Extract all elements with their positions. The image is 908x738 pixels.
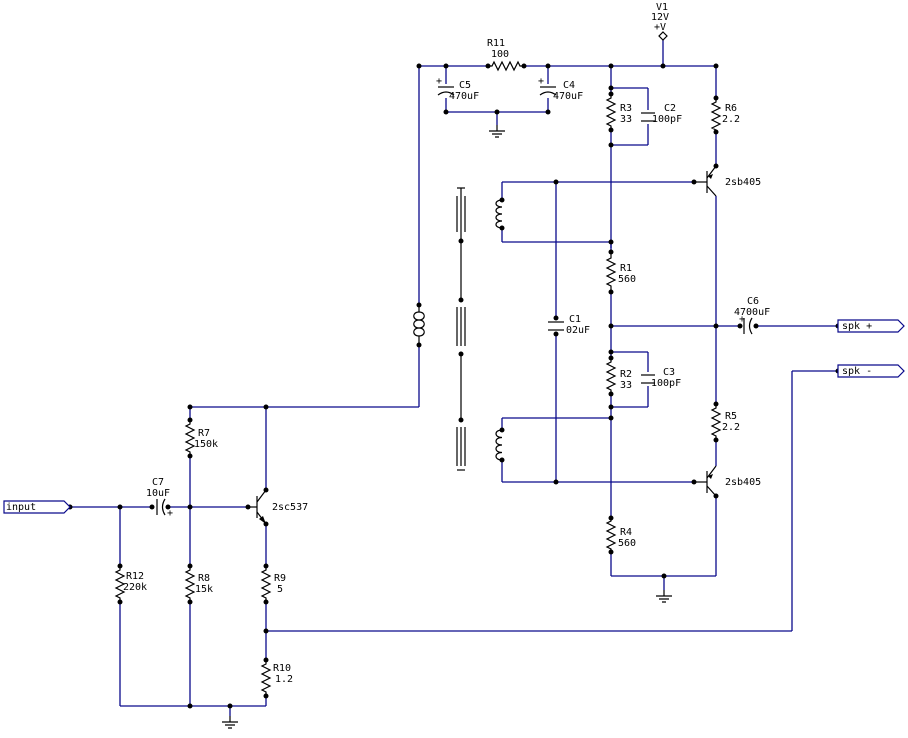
resistor-r9: R9 5	[261, 565, 286, 603]
resistor-r5: R5 2.2	[711, 403, 740, 441]
svg-text:R6: R6	[725, 103, 737, 114]
transistor-top: 2sb405	[694, 165, 761, 197]
ground-symbols	[221, 124, 673, 729]
svg-text:470uF: 470uF	[449, 91, 479, 102]
transformer-winding-bottom	[495, 429, 503, 461]
svg-text:560: 560	[618, 538, 636, 549]
svg-text:C7: C7	[152, 477, 164, 488]
svg-text:R10: R10	[273, 663, 291, 674]
svg-text:2.2: 2.2	[722, 422, 740, 433]
capacitor-c3: C3 100pF	[641, 367, 681, 389]
svg-text:2sb405: 2sb405	[725, 177, 761, 188]
svg-text:R9: R9	[274, 573, 286, 584]
svg-text:2sb405: 2sb405	[725, 477, 761, 488]
svg-text:100pF: 100pF	[651, 378, 681, 389]
svg-text:+: +	[436, 76, 442, 87]
svg-text:100: 100	[491, 49, 509, 60]
svg-text:spk +: spk +	[842, 321, 872, 332]
svg-text:C6: C6	[747, 296, 759, 307]
svg-text:4700uF: 4700uF	[734, 307, 770, 318]
svg-text:R4: R4	[620, 527, 632, 538]
svg-text:10uF: 10uF	[146, 488, 170, 499]
svg-text:+: +	[739, 314, 745, 325]
svg-text:C3: C3	[663, 367, 675, 378]
svg-text:R2: R2	[620, 369, 632, 380]
svg-text:150k: 150k	[194, 439, 218, 450]
svg-text:15k: 15k	[195, 584, 213, 595]
ground-icon	[488, 124, 506, 138]
transistor-driver: 2sc537	[248, 489, 308, 525]
supply-value: 12V	[651, 12, 669, 23]
resistor-r10: R10 1.2	[261, 659, 293, 697]
svg-text:R12: R12	[126, 571, 144, 582]
svg-text:spk -: spk -	[842, 366, 872, 377]
resistor-r1: R1 560	[606, 253, 636, 291]
spk-plus-port: spk +	[837, 319, 905, 333]
wires	[70, 38, 838, 716]
svg-text:R5: R5	[725, 411, 737, 422]
svg-text:33: 33	[620, 380, 632, 391]
svg-text:+: +	[167, 508, 173, 519]
svg-text:R8: R8	[198, 573, 210, 584]
resistor-r2: R2 33	[606, 357, 632, 395]
svg-text:33: 33	[620, 114, 632, 125]
svg-text:5: 5	[277, 584, 283, 595]
svg-text:R3: R3	[620, 103, 632, 114]
input-port: input	[3, 500, 71, 514]
svg-text:1.2: 1.2	[275, 674, 293, 685]
svg-text:02uF: 02uF	[566, 325, 590, 336]
svg-text:C1: C1	[569, 314, 581, 325]
ground-icon	[655, 589, 673, 603]
supply-pin: +V	[654, 22, 666, 33]
junction-dots	[67, 63, 841, 709]
svg-text:+: +	[538, 76, 544, 87]
supply-v1: V1 12V +V	[651, 2, 669, 41]
svg-text:R11: R11	[487, 38, 505, 49]
svg-text:input: input	[6, 502, 36, 513]
resistor-r6: R6 2.2	[711, 97, 740, 135]
transistor-bottom: 2sb405	[694, 465, 761, 497]
resistor-r12: R12 220k	[115, 565, 147, 603]
svg-text:470uF: 470uF	[553, 91, 583, 102]
resistor-r4: R4 560	[606, 516, 636, 554]
capacitor-c7: + C7 10uF	[146, 477, 173, 519]
capacitor-c6: + C6 4700uF	[734, 296, 770, 335]
svg-text:220k: 220k	[123, 582, 147, 593]
svg-text:2.2: 2.2	[722, 114, 740, 125]
svg-text:C2: C2	[664, 103, 676, 114]
resistor-r8: R8 15k	[185, 565, 213, 603]
svg-text:2sc537: 2sc537	[272, 502, 308, 513]
capacitor-c4: + C4 470uF	[538, 76, 583, 102]
capacitor-c5: + C5 470uF	[436, 76, 479, 102]
capacitor-c1: C1 02uF	[548, 314, 590, 336]
svg-text:C4: C4	[563, 80, 575, 91]
svg-text:R1: R1	[620, 263, 632, 274]
svg-text:560: 560	[618, 274, 636, 285]
svg-text:100pF: 100pF	[652, 114, 682, 125]
spk-minus-port: spk -	[837, 364, 905, 378]
ground-icon	[221, 715, 239, 729]
choke-inductor	[413, 305, 425, 345]
capacitor-c2: C2 100pF	[641, 103, 682, 125]
transformer-core	[456, 187, 466, 471]
resistor-r11: R11 100	[487, 38, 525, 71]
svg-text:C5: C5	[459, 80, 471, 91]
transformer-winding-top	[495, 199, 503, 229]
resistor-r7: R7 150k	[185, 419, 218, 457]
svg-text:R7: R7	[198, 428, 210, 439]
supply-name: V1	[656, 2, 668, 13]
resistor-r3: R3 33	[606, 93, 632, 131]
